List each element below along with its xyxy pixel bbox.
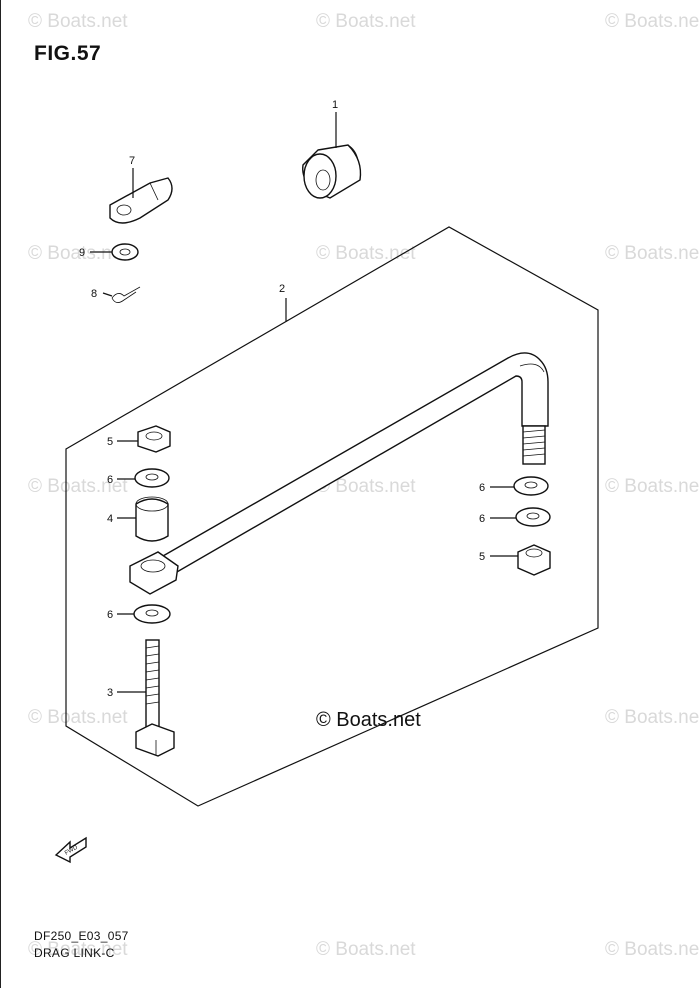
watermark: © Boats.net (605, 939, 699, 960)
callout-2: 2 (279, 283, 285, 295)
part-8-cotter-pin: 8 (91, 286, 141, 303)
assembly-name: DRAG LINK-C (34, 946, 115, 960)
watermark: © Boats.net (605, 11, 699, 32)
callout-8: 8 (91, 288, 97, 300)
watermark-layer: © Boats.net © Boats.net © Boats.net © Bo… (28, 11, 699, 960)
callout-6: 6 (479, 513, 485, 525)
callout-5: 5 (479, 551, 485, 563)
part-4-bolt: 3 (107, 639, 175, 757)
callout-6: 6 (107, 474, 113, 486)
watermark: © Boats.net (316, 476, 416, 497)
watermark: © Boats.net (28, 939, 128, 960)
callout-9: 9 (79, 247, 85, 259)
watermark: © Boats.net (605, 476, 699, 497)
part-7-bracket: 7 (109, 155, 173, 224)
callout-1: 1 (332, 99, 338, 111)
watermark: © Boats.net (605, 243, 699, 264)
callout-6: 6 (479, 482, 485, 494)
model-code: DF250_E03_057 (34, 929, 129, 943)
part-9-washer: 9 (79, 243, 139, 261)
part-1-grommet: 1 (302, 99, 362, 199)
assembly-outline (65, 226, 599, 807)
watermark: © Boats.net (605, 707, 699, 728)
part-5-nut-right: 5 (479, 544, 551, 576)
watermark: © Boats.net (316, 11, 416, 32)
part-3-bushing: 4 (107, 496, 169, 542)
callout-6: 6 (107, 609, 113, 621)
part-6-washer-left-top: 6 (107, 468, 170, 488)
part-2-drag-link-rod: 2 (129, 283, 549, 595)
figure-title: FIG.57 (34, 42, 102, 65)
watermark: © Boats.net (28, 11, 128, 32)
part-5-nut-left: 5 (107, 425, 171, 453)
callout-4: 3 (107, 687, 113, 699)
fwd-arrow-icon: FWD (54, 836, 87, 864)
watermark-main: © Boats.net (316, 709, 421, 731)
callout-3: 4 (107, 513, 113, 525)
part-6-washer-right-top: 6 (479, 476, 549, 496)
watermark: © Boats.net (28, 707, 128, 728)
callout-5: 5 (107, 436, 113, 448)
page-left-border (0, 0, 1, 988)
part-6-washer-left-bottom: 6 (107, 604, 171, 624)
watermark: © Boats.net (316, 939, 416, 960)
part-6-washer-right-mid: 6 (479, 507, 551, 527)
callout-7: 7 (129, 155, 135, 167)
watermark: © Boats.net (316, 243, 416, 264)
watermark: © Boats.net (28, 243, 128, 264)
watermark: © Boats.net (28, 476, 128, 497)
